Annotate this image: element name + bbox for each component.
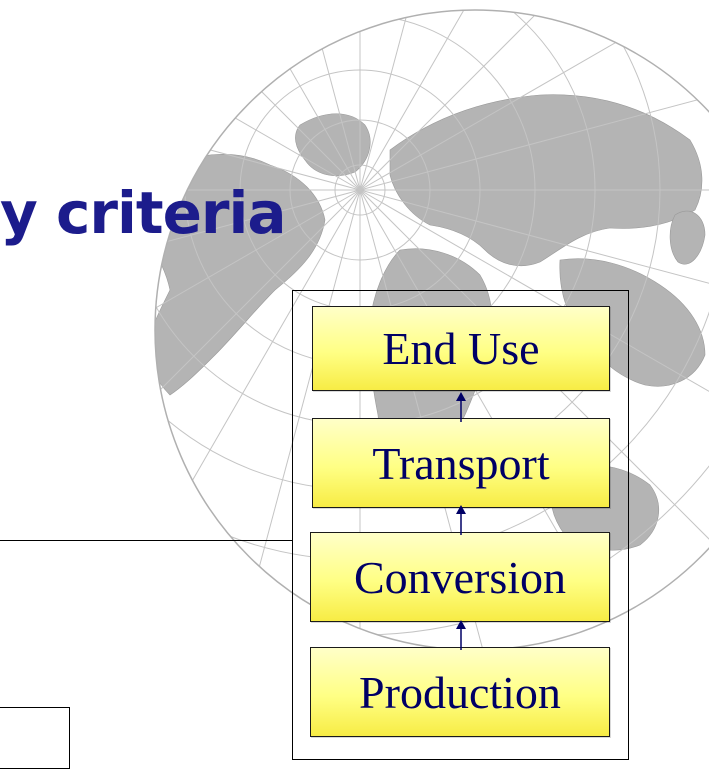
stage-end-use-label: End Use bbox=[382, 323, 540, 374]
stage-production: Production bbox=[310, 647, 610, 737]
slide-title: y criteria bbox=[0, 179, 287, 247]
stage-conversion: Conversion bbox=[310, 532, 610, 622]
content-box-top-border bbox=[0, 540, 292, 541]
arrow-production-to-conversion bbox=[456, 620, 466, 650]
arrow-conversion-to-transport bbox=[456, 505, 466, 535]
stage-production-label: Production bbox=[359, 666, 561, 718]
content-box-lower bbox=[0, 707, 70, 769]
stage-transport-label: Transport bbox=[372, 437, 550, 489]
stage-conversion-label: Conversion bbox=[353, 551, 567, 603]
stage-end-use: End Use bbox=[312, 306, 610, 391]
arrow-transport-to-end-use bbox=[456, 392, 466, 422]
stage-transport: Transport bbox=[312, 418, 610, 508]
